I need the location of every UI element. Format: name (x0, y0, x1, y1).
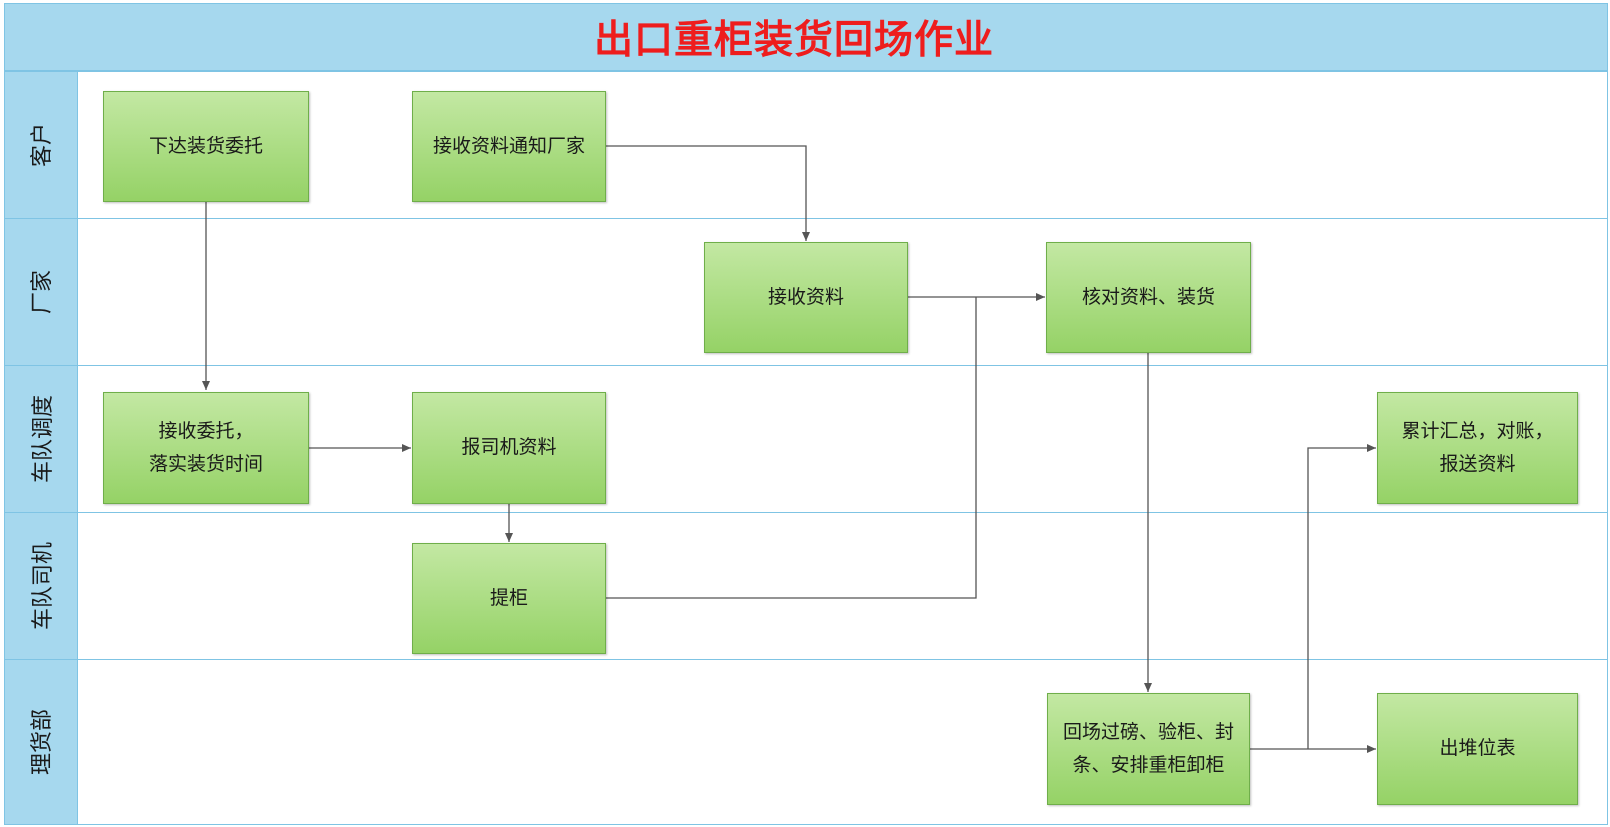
process-node: 提柜 (412, 543, 606, 654)
lane-divider (4, 659, 1608, 660)
process-node: 接收资料 (704, 242, 908, 353)
lane-header-fleet-dispatch: 车队调度 (4, 365, 78, 512)
connector-n9-n7 (1307, 444, 1376, 749)
node-label: 累计汇总，对账， 报送资料 (1401, 419, 1554, 475)
node-label: 下达装货委托 (148, 134, 263, 157)
lane-divider (4, 512, 1608, 513)
lane-divider (4, 365, 1608, 366)
node-label: 报司机资料 (461, 436, 557, 459)
process-node: 报司机资料 (412, 392, 606, 504)
node-label: 接收资料通知厂家 (432, 134, 585, 157)
lane-header-tally-dept: 理货部 (4, 659, 78, 825)
lane-divider (4, 71, 1608, 72)
lane-header-customer: 客户 (4, 71, 78, 218)
lane-header-fleet-driver: 车队司机 (4, 512, 78, 659)
node-label: 提柜 (489, 586, 528, 609)
process-node: 回场过磅、验柜、封 条、安排重柜卸柜 (1047, 693, 1250, 805)
title-bar: 出口重柜装货回场作业 (4, 3, 1608, 71)
node-label: 出堆位表 (1439, 737, 1516, 760)
node-label: 回场过磅、验柜、封 条、安排重柜卸柜 (1062, 720, 1234, 776)
node-label: 核对资料、装货 (1081, 285, 1215, 308)
connector-n8-n4 (606, 297, 977, 599)
process-node: 接收委托， 落实装货时间 (103, 392, 309, 504)
process-node: 累计汇总，对账， 报送资料 (1377, 392, 1578, 504)
lane-header-factory: 厂家 (4, 218, 78, 365)
process-node: 接收资料通知厂家 (412, 91, 606, 202)
process-node: 下达装货委托 (103, 91, 309, 202)
connector-n2-n3 (606, 145, 810, 241)
diagram-title: 出口重柜装货回场作业 (593, 18, 994, 63)
process-node: 核对资料、装货 (1046, 242, 1251, 353)
node-label: 接收委托， 落实装货时间 (148, 419, 263, 475)
node-label: 接收资料 (767, 285, 844, 308)
process-node: 出堆位表 (1377, 693, 1578, 805)
